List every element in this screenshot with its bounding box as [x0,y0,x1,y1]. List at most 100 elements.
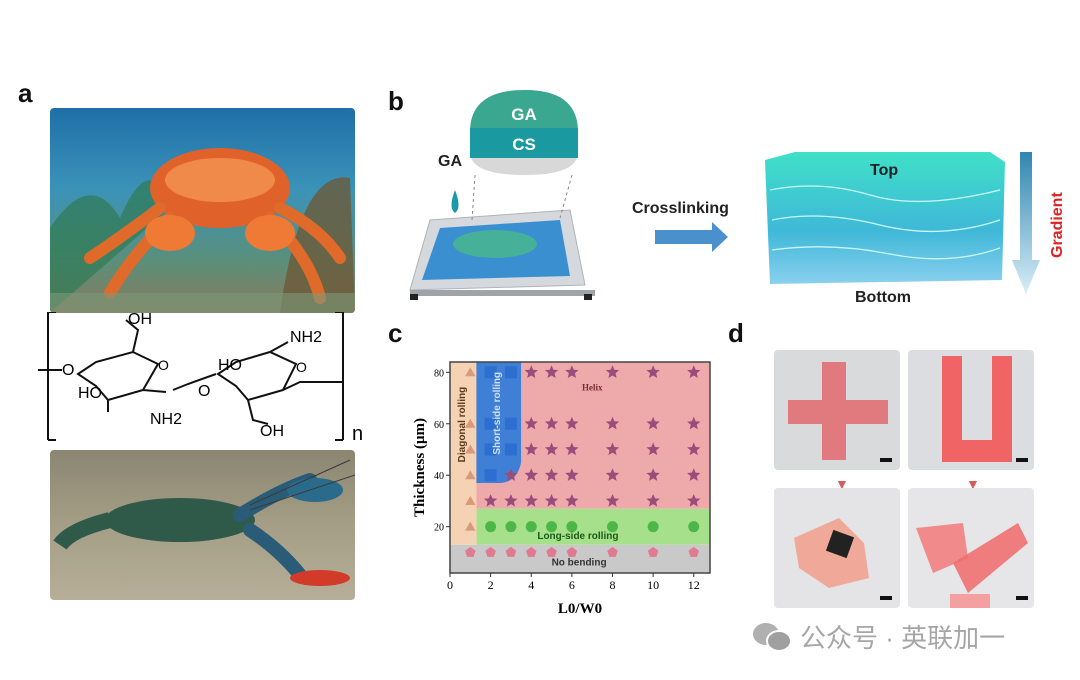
marker-star [605,493,620,507]
layer-magnifier [470,90,578,221]
o-link: O [198,383,210,400]
marker-square [504,417,517,430]
marker-triangle [465,495,476,505]
crayfish-photo [50,450,355,600]
cross-shape-photo [774,350,900,470]
y-tick-label: 80 [434,368,444,379]
marker-triangle [465,521,476,531]
marker-star [687,365,701,378]
marker-triangle [465,444,476,454]
watermark: 公众号 · 英联加一 [752,618,1005,655]
o-ring1: O [158,357,169,373]
marker-pentagon [566,546,578,557]
crab-illustration [50,148,355,313]
ho-left: HO [78,385,102,402]
marker-star [565,442,579,456]
marker-star [687,468,701,481]
crayfish-illustration [53,459,355,586]
x-tick-label: 4 [528,578,534,592]
y-tick-label: 20 [434,523,444,534]
repeat-n: n [352,423,363,444]
marker-star [544,493,559,507]
x-tick-label: 8 [610,578,616,592]
region-label-long-side-rolling: Long-side rolling [537,531,618,542]
ga-layer-label: GA [511,105,537,124]
marker-star [544,468,559,481]
marker-star [504,468,518,481]
marker-pentagon [546,546,557,557]
panel-label-d: d [728,318,744,348]
marker-star [524,365,538,378]
y-tick-label: 40 [434,471,444,482]
marker-square [484,469,497,482]
marker-circle [525,521,537,533]
marker-pentagon [688,546,699,557]
crosslinking-label: Crosslinking [632,200,729,217]
marker-star [565,416,579,430]
oh-top: OH [128,312,152,328]
marker-triangle [465,418,476,428]
fabrication-schematic: GA CS GA Crosslinking Top Bottom Gradien… [409,90,1066,306]
marker-star [544,442,559,456]
plot-frame [449,361,711,574]
region-label-diagonal-rolling: Diagonal rolling [457,387,468,463]
marker-circle [607,521,618,533]
bottom-label: Bottom [855,289,911,306]
marker-pentagon [526,546,537,557]
wechat-icon [753,622,792,652]
marker-square [504,366,517,379]
region-label-helix: Helix [582,382,603,392]
marker-star [687,493,701,507]
region-label-no-bending: No bending [552,557,607,568]
cs-layer-label: CS [512,135,536,154]
watermark-text: 公众号 · 英联加一 [800,623,1006,653]
ga-droplet-icon [451,190,459,213]
u-folded-photo [908,488,1034,608]
marker-square [484,417,497,430]
marker-circle [688,521,700,533]
crab-photo [50,108,355,313]
marker-star [524,493,538,507]
marker-star [646,365,660,378]
gradient-arrow-icon [1012,152,1040,294]
u-shape-photo [908,350,1034,470]
marker-star [483,493,498,507]
marker-star [646,468,660,481]
x-axis-label: L0/W0 [558,601,602,617]
o-left: O [62,362,74,379]
panel-label-c: c [388,318,403,348]
marker-star [544,416,559,430]
y-tick-label: 60 [434,420,444,431]
nh2-top: NH2 [290,329,322,346]
marker-pentagon [465,546,476,557]
marker-pentagon [505,546,517,557]
marker-star [605,416,620,430]
marker-triangle [465,367,476,377]
o-ring2: O [296,359,307,375]
marker-circle [485,521,497,533]
marker-triangle [465,470,476,480]
marker-star [687,416,701,430]
marker-square [504,443,517,456]
marker-star [646,416,660,430]
marker-square [484,366,497,379]
marker-star [565,468,579,481]
marker-star [504,493,518,507]
marker-star [646,493,660,507]
gradient-hydrogel-block [765,152,1005,284]
y-axis-label: Thickness (μm) [412,418,428,517]
ho-mid: HO [218,357,242,374]
marker-circle [647,521,659,533]
marker-star [524,468,538,481]
marker-star [605,468,620,481]
marker-star [605,365,620,378]
marker-circle [505,521,517,533]
x-tick-label: 12 [688,578,700,592]
cross-folded-photo [774,488,900,608]
x-tick-label: 6 [569,578,575,592]
marker-circle [546,521,558,533]
marker-square [484,443,497,456]
top-label: Top [870,162,898,179]
marker-star [524,442,538,456]
